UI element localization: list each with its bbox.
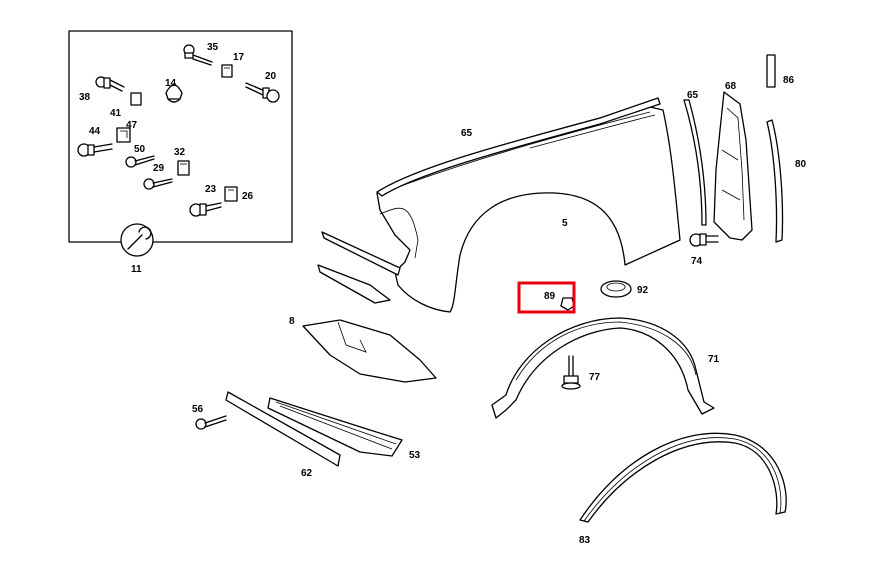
label-71: 71 — [708, 354, 720, 365]
nut-41-icon — [130, 92, 142, 106]
screw-56-icon — [195, 415, 227, 430]
label-77: 77 — [589, 372, 601, 383]
bracket-68 — [713, 91, 753, 241]
label-17: 17 — [233, 52, 245, 63]
bolt-20-icon — [245, 82, 280, 103]
label-53: 53 — [409, 450, 421, 461]
label-20: 20 — [265, 71, 277, 82]
clip-32-icon — [177, 160, 190, 176]
label-65-rear: 65 — [687, 90, 699, 101]
wheel-arch-liner-71 — [491, 317, 715, 419]
arch-seal-83 — [579, 432, 787, 523]
fasteners-inset-box — [68, 30, 293, 243]
label-47: 47 — [126, 120, 138, 131]
label-38: 38 — [79, 92, 91, 103]
bolt-38-icon — [95, 76, 125, 92]
bolt-74-icon — [689, 233, 719, 247]
label-11: 11 — [131, 264, 142, 275]
label-86: 86 — [783, 75, 795, 86]
label-14: 14 — [165, 78, 177, 89]
plug-14-icon — [165, 84, 183, 103]
front-trim-pieces — [317, 231, 401, 304]
bolt-44-icon — [77, 143, 113, 157]
bolt-23-icon — [189, 202, 222, 217]
label-92: 92 — [637, 285, 649, 296]
label-83: 83 — [579, 535, 591, 546]
label-68: 68 — [725, 81, 737, 92]
front-section-8 — [302, 319, 437, 383]
bolt-35-icon — [183, 44, 213, 66]
seal-strip-65 — [376, 97, 661, 197]
label-8: 8 — [289, 316, 295, 327]
nut-26-icon — [224, 186, 238, 202]
label-41: 41 — [110, 108, 122, 119]
label-44: 44 — [89, 126, 101, 137]
label-29: 29 — [153, 163, 165, 174]
clip-17-icon — [221, 64, 233, 78]
seal-strip-65-rear — [683, 99, 707, 226]
label-74: 74 — [691, 256, 703, 267]
label-5: 5 — [562, 218, 568, 229]
screw-50-icon — [125, 155, 155, 168]
label-65-top: 65 — [461, 128, 473, 139]
label-56: 56 — [192, 404, 204, 415]
label-62: 62 — [301, 468, 313, 479]
highlight-box-89 — [517, 281, 576, 314]
seal-80 — [766, 119, 784, 243]
label-80: 80 — [795, 159, 807, 170]
label-23: 23 — [205, 184, 217, 195]
grommet-92 — [600, 280, 632, 298]
label-32: 32 — [174, 147, 186, 158]
label-26: 26 — [242, 191, 254, 202]
pin-86 — [766, 54, 776, 88]
clip-47-icon — [116, 127, 131, 143]
label-50: 50 — [134, 144, 146, 155]
screw-77-icon — [561, 355, 581, 390]
screw-29-icon — [143, 178, 173, 190]
lower-panel-62 — [225, 391, 341, 467]
clip-89-icon — [560, 297, 575, 311]
grille-53 — [267, 397, 403, 457]
label-35: 35 — [207, 42, 219, 53]
wrench-icon — [120, 223, 154, 257]
label-89: 89 — [544, 291, 556, 302]
